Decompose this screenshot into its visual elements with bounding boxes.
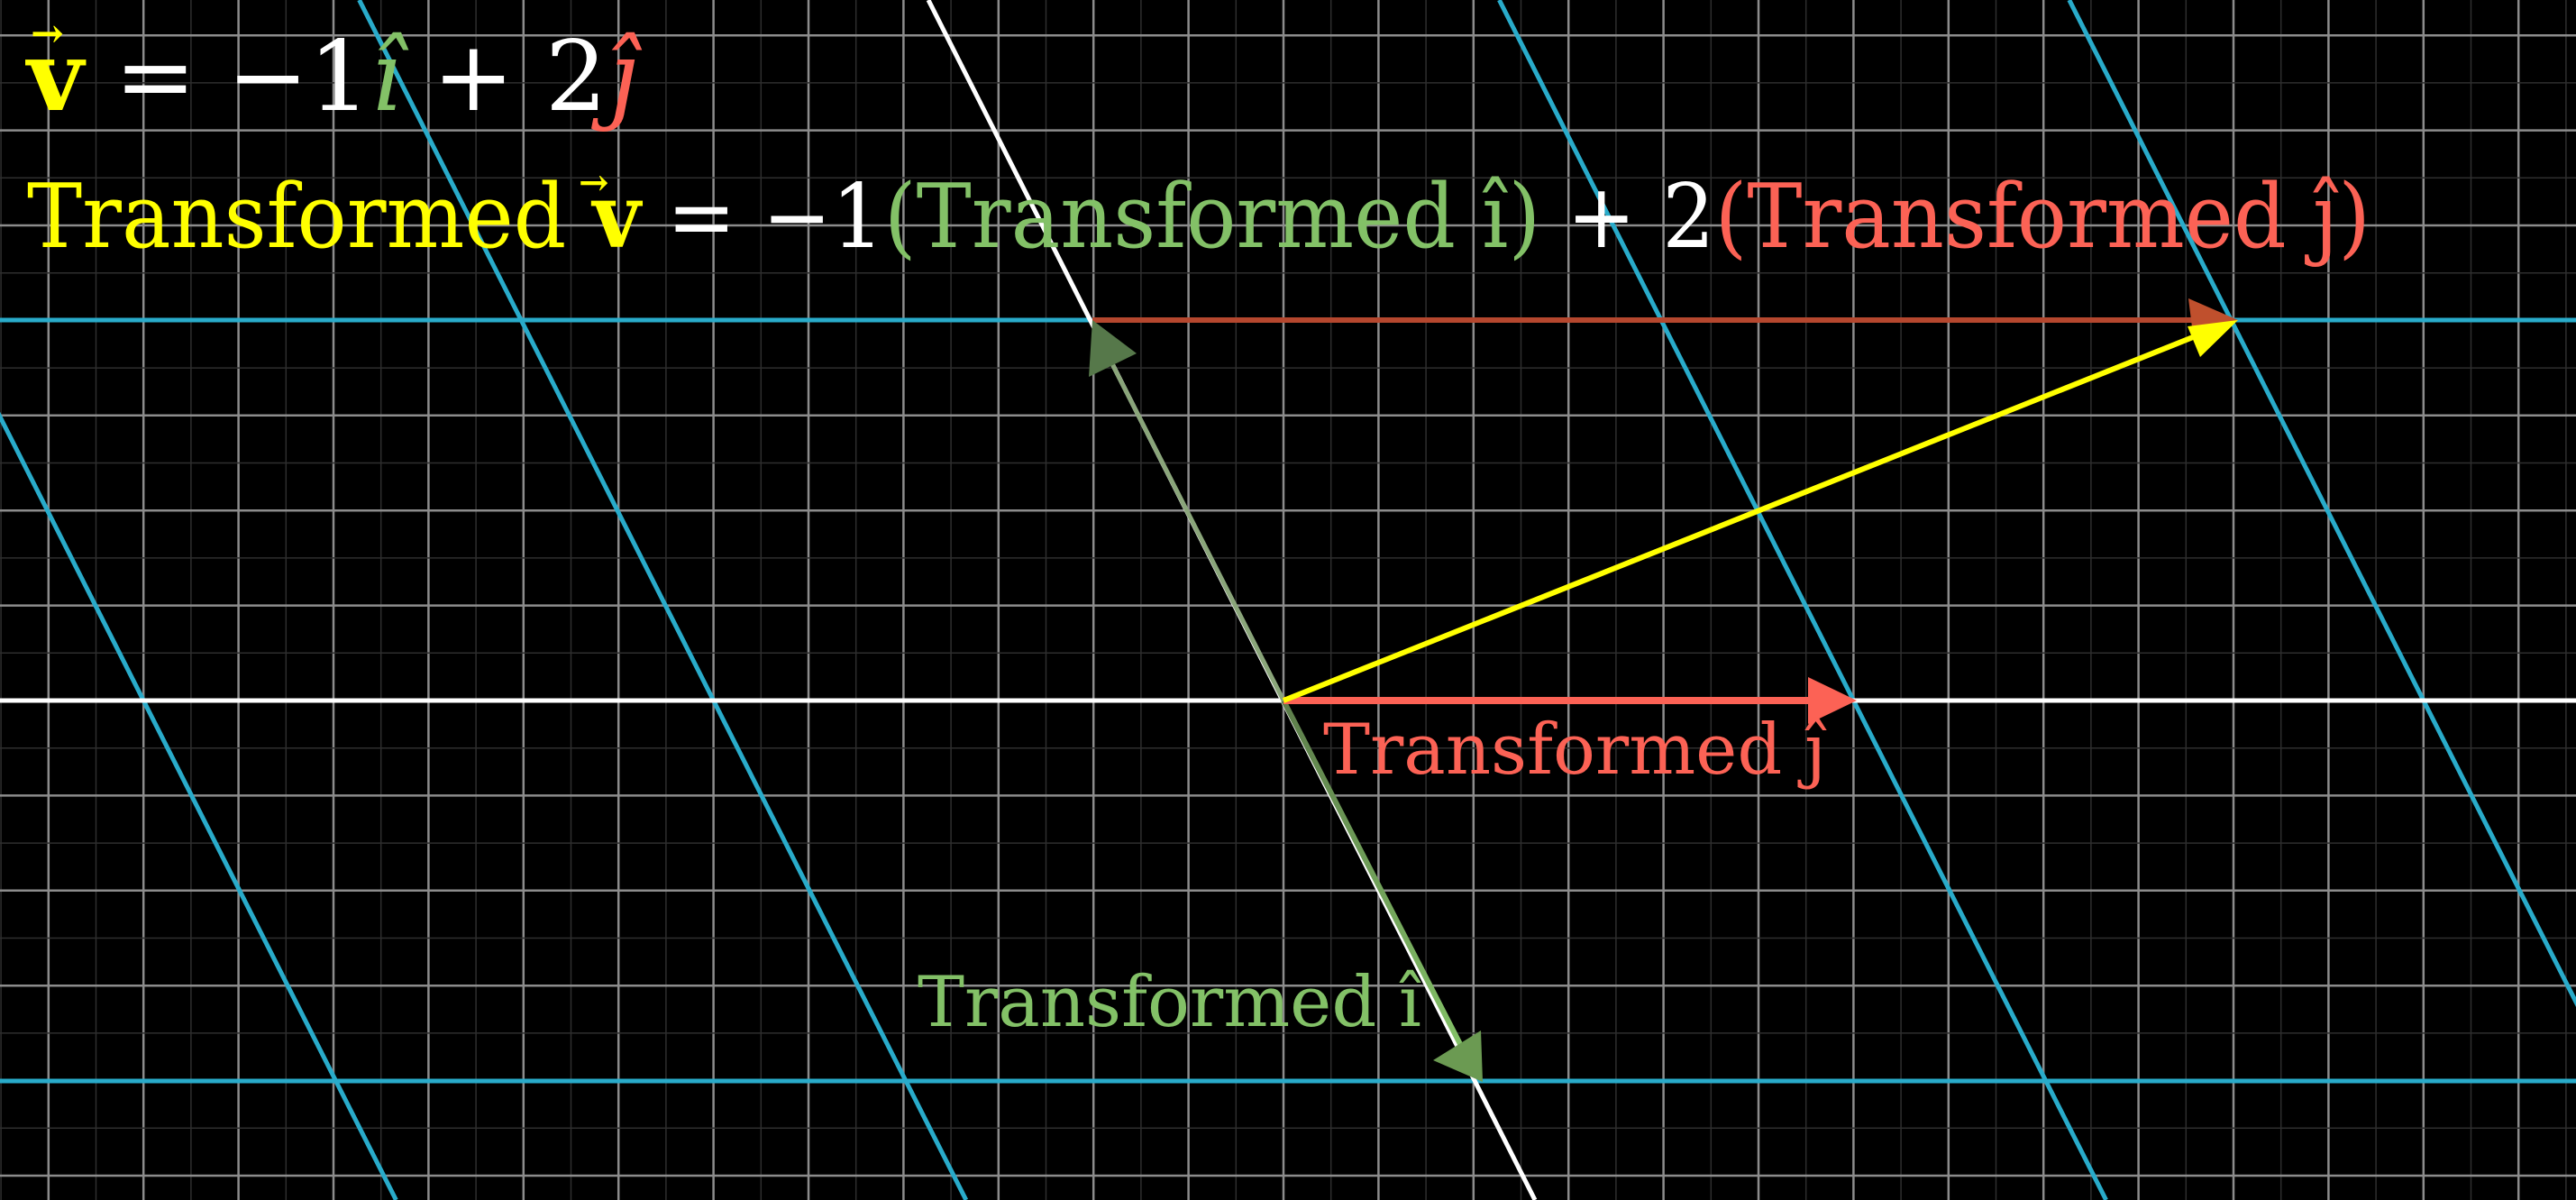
equation-line-2: → Transformed v = −1(Transformed ı̂) + 2… bbox=[27, 161, 2370, 269]
eq1-equals-minus-one: = −1 bbox=[84, 21, 370, 133]
eq2-plus-two: + 2 bbox=[1540, 166, 1714, 269]
transformed-i-hat-vector bbox=[1281, 699, 1483, 1082]
equation-line-1: → v = −1ı̂ + 2ȷ̂ bbox=[25, 11, 642, 133]
eq2-equals-minus-one: = −1 bbox=[641, 166, 884, 269]
eq2-v-symbol: v bbox=[591, 165, 644, 269]
eq1-v-symbol: v bbox=[25, 20, 87, 133]
transformed-j-hat-vector bbox=[1283, 677, 1857, 724]
scaled-i-hat-arrow-tip bbox=[1089, 320, 1137, 377]
equation-1: v = −1ı̂ + 2ȷ̂ bbox=[25, 20, 642, 133]
equation-2: Transformed v = −1(Transformed ı̂) + 2(T… bbox=[27, 165, 2370, 269]
transformed-i-hat-label: Transformed ı̂ bbox=[918, 962, 1421, 1043]
eq2-i-term: (Transformed ı̂) bbox=[884, 166, 1540, 269]
transformed-grid-line-sheared bbox=[357, 0, 969, 1200]
transformed-i-hat-arrow-tip bbox=[1433, 1031, 1483, 1082]
transformed-j-hat-label: Transformed ȷ̂ bbox=[1323, 710, 1827, 791]
transformed-grid-line-sheared bbox=[2067, 0, 2576, 1008]
eq2-transformed-prefix: Transformed bbox=[27, 166, 592, 269]
transformed-grid-line-sheared bbox=[0, 411, 398, 1200]
v-arrow-accent-2: → bbox=[579, 161, 609, 204]
transformed-grid-line-sheared bbox=[1497, 0, 2108, 1200]
transformed-v-arrow-tip bbox=[2188, 320, 2238, 357]
transformed-j-hat-arrow-tip bbox=[1808, 677, 1857, 724]
v-arrow-accent: → bbox=[31, 11, 64, 57]
scaled-i-hat-vector bbox=[1089, 320, 1286, 702]
eq2-j-term: (Transformed ȷ̂) bbox=[1715, 166, 2370, 269]
eq1-plus-two: + 2 bbox=[402, 21, 607, 133]
transformed-v-vector bbox=[1282, 320, 2238, 703]
